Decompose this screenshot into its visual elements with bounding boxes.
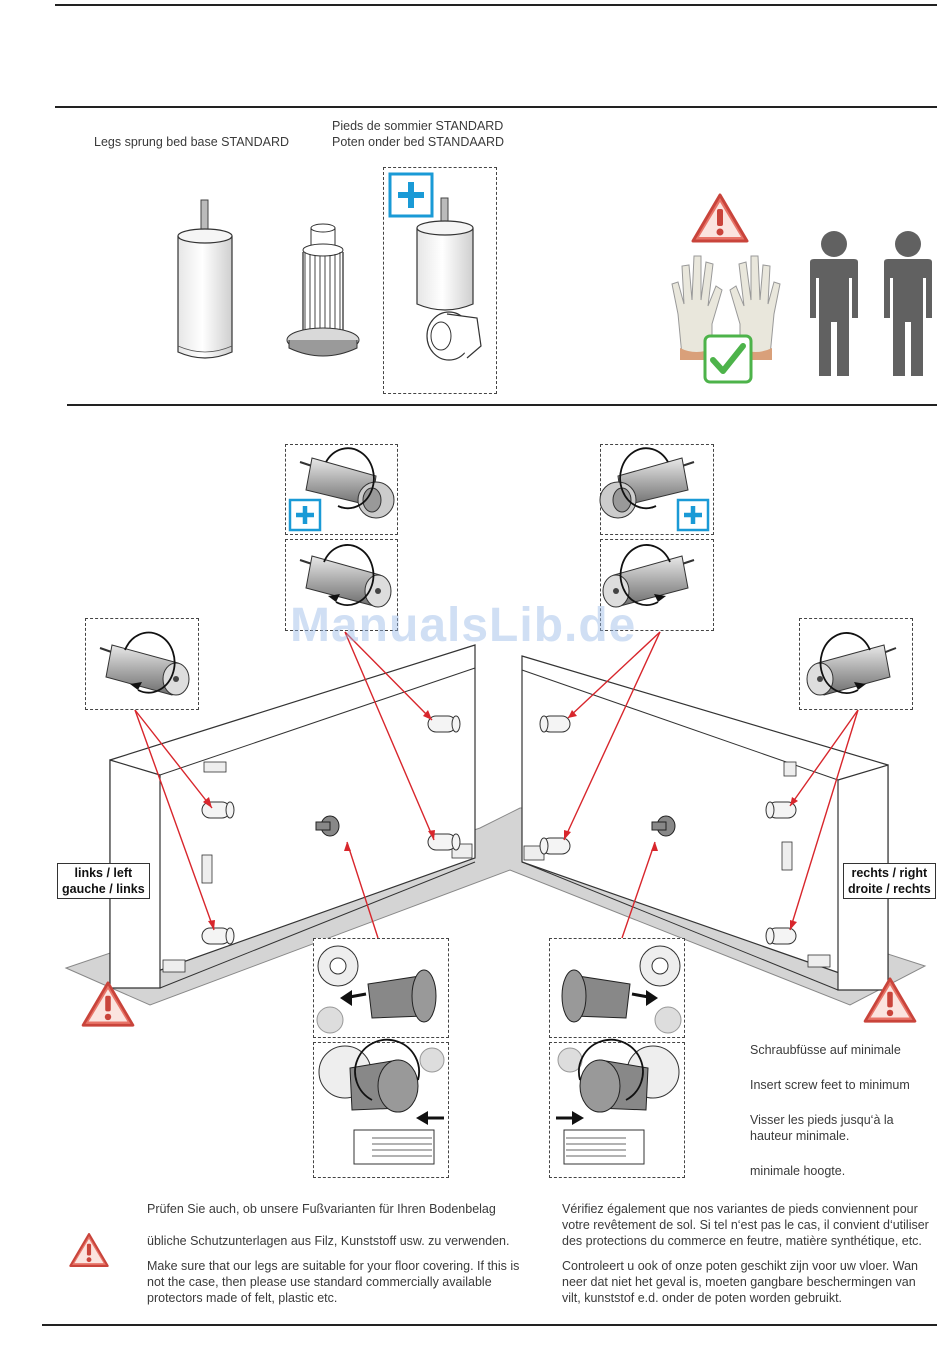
side-label-left: links / left gauche / links	[57, 863, 150, 899]
bottom-rule	[42, 1324, 937, 1326]
warning-icon	[691, 193, 749, 243]
note-en: Make sure that our legs are suitable for…	[147, 1259, 520, 1305]
person-icon	[884, 231, 932, 376]
adjustable-foot-illustration	[286, 223, 360, 357]
instruction-en: Insert screw feet to minimum	[750, 1078, 910, 1092]
bed-base-assembly-diagram	[64, 631, 927, 1006]
section-rule-1	[55, 106, 937, 108]
note-nl: Controleert u ook of onze poten geschikt…	[562, 1259, 918, 1305]
side-label-right-line2: droite / rechts	[848, 882, 931, 896]
side-label-right: rechts / right droite / rechts	[843, 863, 936, 899]
warning-icon	[69, 1233, 109, 1267]
legs-title-nl: Poten onder bed STANDAARD	[332, 135, 505, 149]
cylinder-leg-illustration	[177, 199, 233, 359]
side-label-right-line1: rechts / right	[851, 866, 928, 880]
side-label-left-line1: links / left	[74, 866, 133, 880]
top-rule	[55, 4, 937, 6]
legs-title-en: Legs sprung bed base STANDARD	[94, 135, 290, 149]
person-icon	[810, 231, 858, 376]
plus-icon	[288, 498, 322, 532]
plus-icon	[388, 172, 434, 218]
side-label-left-line2: gauche / links	[62, 882, 145, 896]
note-de-line1: Prüfen Sie auch, ob unsere Fußvarianten …	[147, 1202, 496, 1216]
warning-icon	[863, 977, 917, 1023]
plus-icon	[676, 498, 710, 532]
screw-foot-illustration	[316, 945, 682, 1165]
instruction-nl: minimale hoogte.	[750, 1164, 846, 1178]
note-de-line2: übliche Schutzunterlagen aus Filz, Kunst…	[147, 1234, 510, 1248]
warning-icon	[81, 981, 135, 1027]
note-fr: Vérifiez également que nos variantes de …	[562, 1202, 929, 1248]
checkmark-icon	[703, 334, 753, 384]
section-rule-2	[67, 404, 937, 406]
castor-leg-illustration	[416, 197, 482, 361]
legs-title-fr: Pieds de sommier STANDARD	[332, 119, 504, 133]
instruction-fr: Visser les pieds jusqu‘à la hauteur mini…	[750, 1113, 894, 1143]
watermark: ManualsLib.de	[290, 599, 637, 652]
rotate-arrow-icon	[99, 447, 897, 696]
instruction-de: Schraubfüsse auf minimale	[750, 1043, 901, 1057]
